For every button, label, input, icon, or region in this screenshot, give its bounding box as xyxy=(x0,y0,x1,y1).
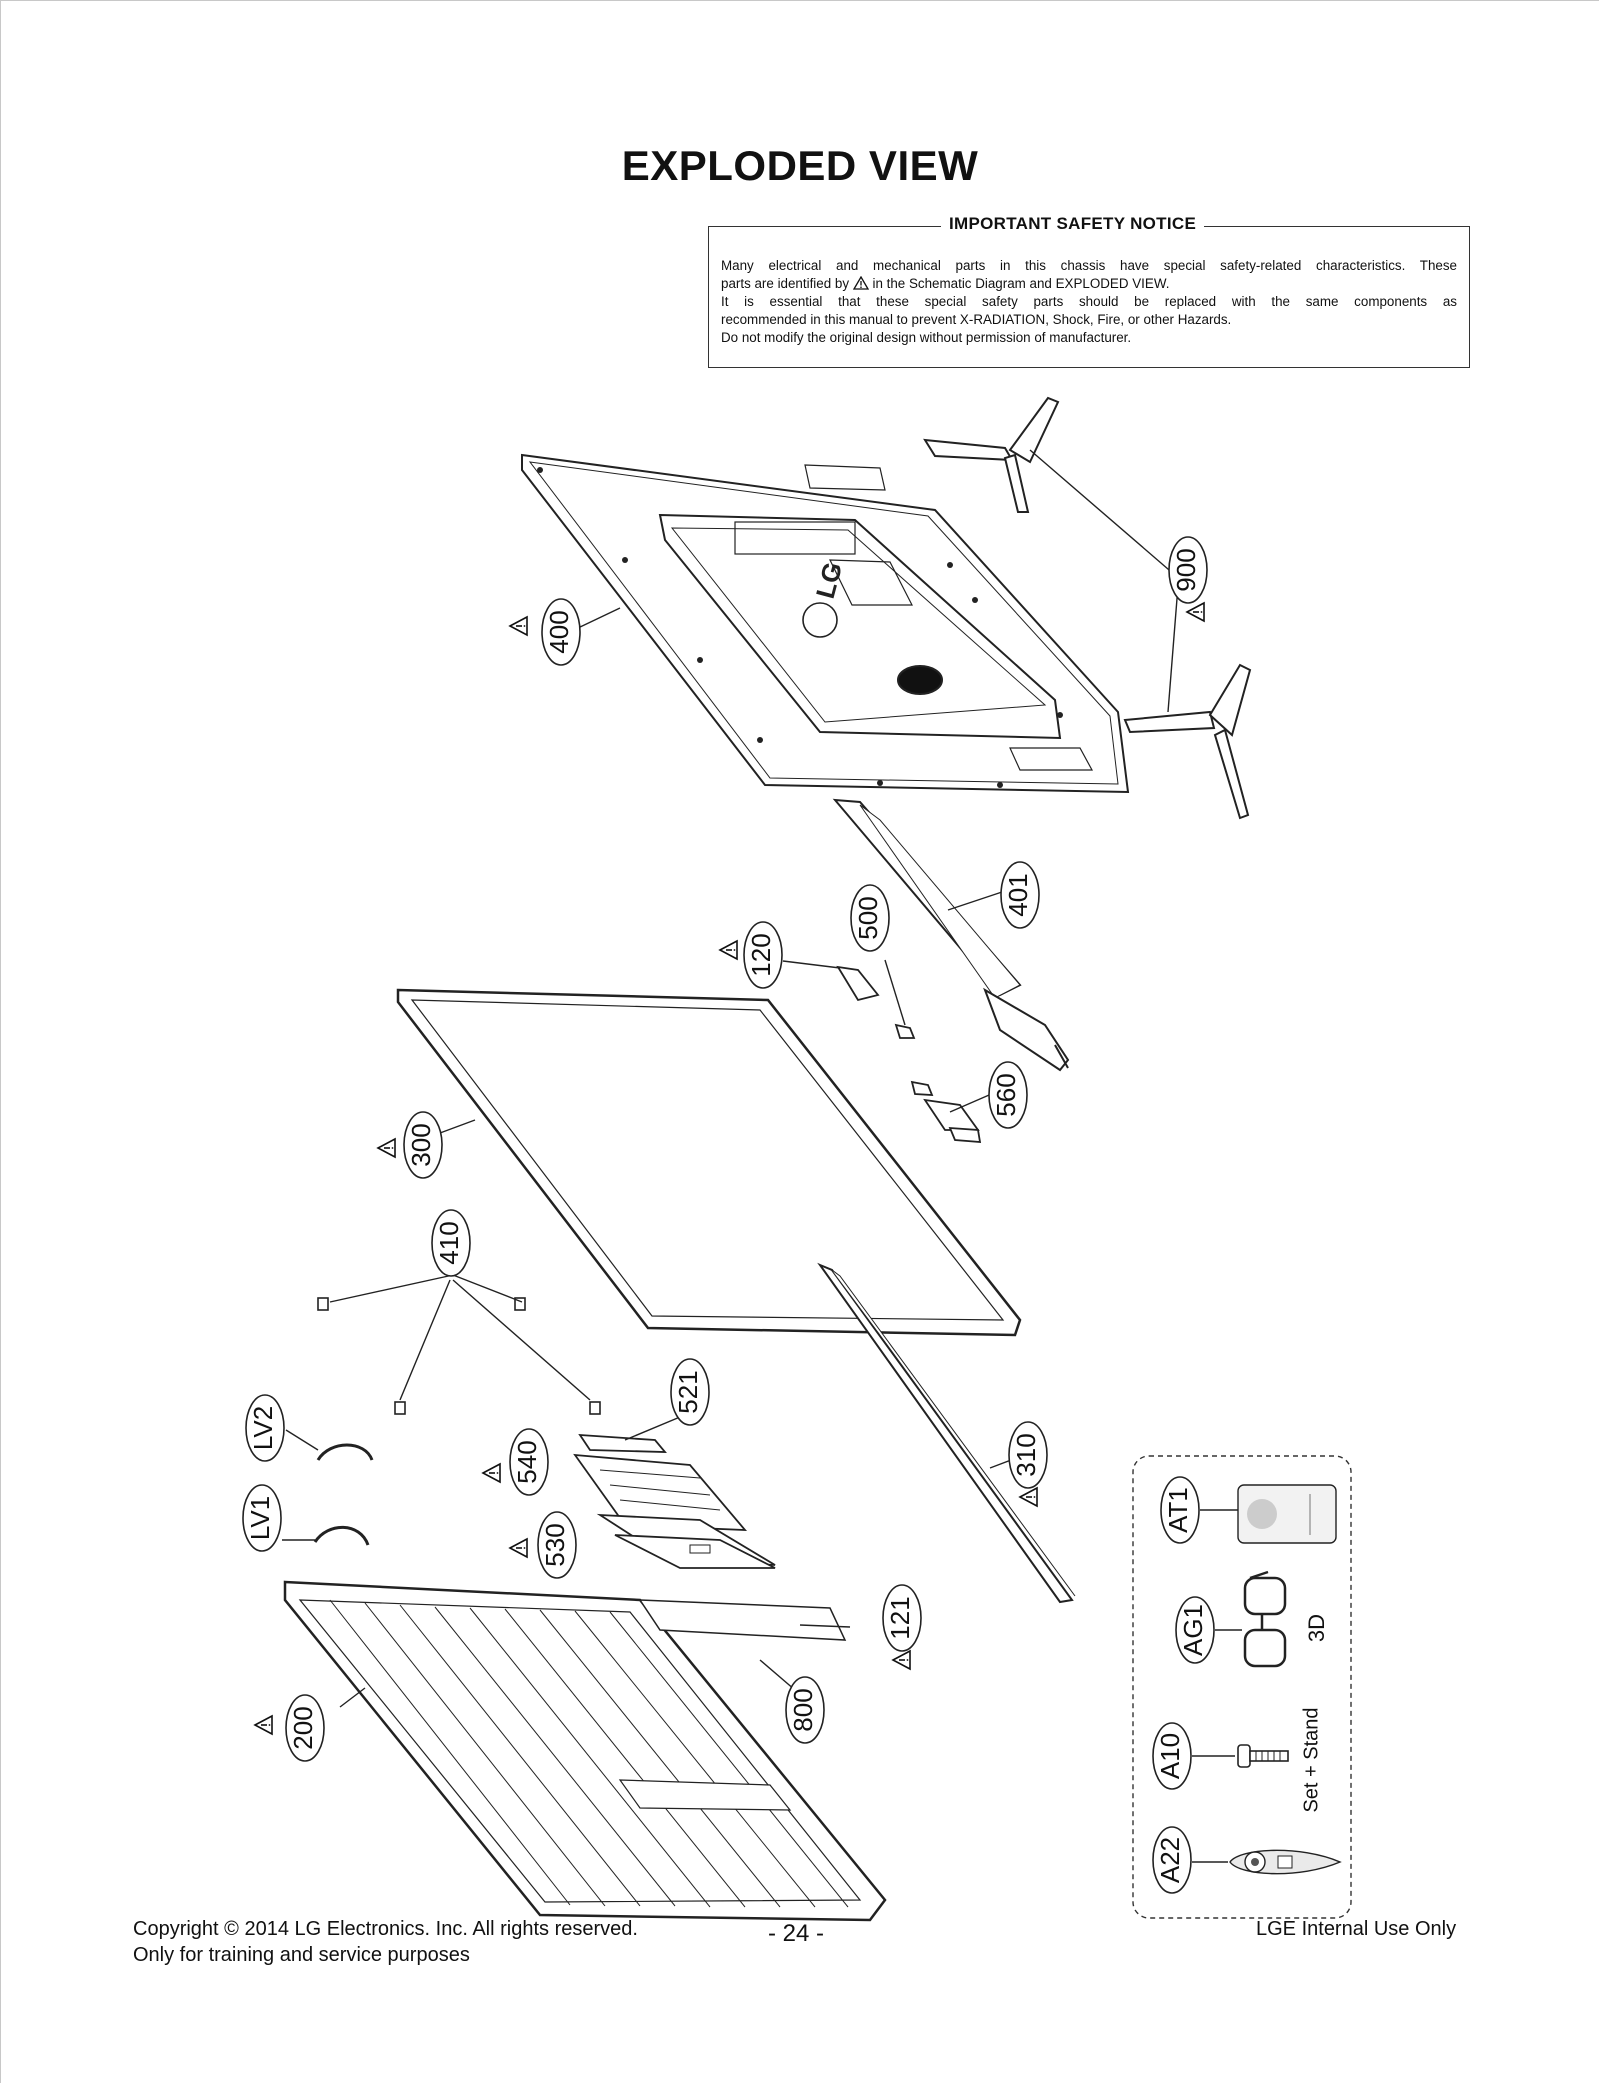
callout-300-label: 300 xyxy=(406,1123,436,1166)
footer-internal: LGE Internal Use Only xyxy=(1256,1918,1457,1940)
power-board-part xyxy=(596,1513,776,1569)
callout-521-label: 521 xyxy=(673,1370,703,1413)
callout-500-label: 500 xyxy=(853,896,883,939)
page-number: - 24 - xyxy=(768,1920,825,1947)
warning-triangle-icon xyxy=(719,940,738,960)
callout-120-label: 120 xyxy=(746,933,776,976)
callout-lv1-label: LV1 xyxy=(245,1496,275,1540)
warning-triangle-icon xyxy=(1186,602,1205,622)
callout-900: 900 xyxy=(1168,536,1208,604)
accessories-box: AT1 AG1 3D A10 xyxy=(1132,1455,1352,1919)
callout-540: 540 xyxy=(509,1428,549,1496)
warning-triangle-icon xyxy=(254,1715,273,1735)
warning-triangle-icon xyxy=(482,1463,501,1483)
callout-500: 500 xyxy=(850,884,890,952)
callout-310: 310 xyxy=(1008,1421,1048,1489)
3d-glasses-icon xyxy=(1243,1570,1287,1668)
callout-120: 120 xyxy=(743,921,783,989)
callout-530-label: 530 xyxy=(540,1523,570,1566)
accessory-set-stand-label: Set + Stand xyxy=(1300,1707,1322,1812)
callouts: 400 900 401 500 120 560 300 410 xyxy=(242,536,1208,1762)
safety-notice-title: IMPORTANT SAFETY NOTICE xyxy=(941,214,1205,234)
callout-lv1: LV1 xyxy=(242,1484,282,1552)
accessory-ag1-label: AG1 xyxy=(1178,1604,1208,1656)
small-boards-part xyxy=(836,965,982,1143)
callout-560: 560 xyxy=(988,1061,1028,1129)
warning-triangle-icon xyxy=(852,276,869,290)
callout-200-label: 200 xyxy=(288,1706,318,1749)
notice-line-2: parts are identified by in the Schematic… xyxy=(721,275,1457,293)
accessory-a10-label: A10 xyxy=(1155,1733,1185,1779)
callout-lv2-label: LV2 xyxy=(248,1406,278,1450)
callout-400: 400 xyxy=(541,598,581,666)
callout-800: 800 xyxy=(785,1676,825,1744)
screw-icon xyxy=(1237,1744,1289,1768)
callout-121: 121 xyxy=(882,1584,922,1652)
page-title: EXPLODED VIEW xyxy=(621,142,979,189)
callout-121-label: 121 xyxy=(885,1596,915,1639)
frame-part xyxy=(396,988,1022,1337)
warning-triangle-icon xyxy=(509,1538,528,1558)
accessory-at1-label: AT1 xyxy=(1163,1487,1193,1533)
backlight-module-part xyxy=(283,1580,887,1922)
accessory-a22: A22 xyxy=(1152,1826,1342,1894)
accessory-a10: A10 Set + Stand xyxy=(1152,1707,1322,1813)
callout-401: 401 xyxy=(1000,861,1040,929)
callout-560-label: 560 xyxy=(991,1073,1021,1116)
leader-lines xyxy=(282,449,1184,1708)
accessory-at1: AT1 xyxy=(1160,1476,1337,1544)
screws-part xyxy=(317,1297,601,1415)
warning-triangle-icon xyxy=(1019,1487,1038,1507)
notice-line-2a: parts are identified by xyxy=(721,276,850,291)
notice-line-3: It is essential that these special safet… xyxy=(721,294,1457,309)
cables-part xyxy=(313,1443,374,1546)
callout-310-label: 310 xyxy=(1011,1433,1041,1476)
stand-part xyxy=(923,396,1252,820)
callout-521: 521 xyxy=(670,1358,710,1426)
callout-200: 200 xyxy=(285,1694,325,1762)
safety-notice-box: IMPORTANT SAFETY NOTICE Many electrical … xyxy=(708,214,1470,368)
cable-cover-part xyxy=(832,798,1070,1072)
callout-410-label: 410 xyxy=(434,1221,464,1264)
warning-triangle-icon xyxy=(377,1138,396,1158)
callout-400-label: 400 xyxy=(544,610,574,653)
remote-control-icon xyxy=(1229,1849,1342,1875)
callout-410: 410 xyxy=(431,1209,471,1277)
accessory-a22-label: A22 xyxy=(1155,1837,1185,1883)
accessory-ag1: AG1 3D xyxy=(1175,1570,1329,1668)
callout-401-label: 401 xyxy=(1003,873,1033,916)
safety-notice-body: Many electrical and mechanical parts in … xyxy=(721,257,1457,347)
warning-triangle-icon xyxy=(509,616,528,636)
guide-panel-part xyxy=(817,1262,1076,1604)
callout-300: 300 xyxy=(403,1111,443,1179)
callout-800-label: 800 xyxy=(788,1688,818,1731)
accessory-3d-label: 3D xyxy=(1304,1614,1329,1642)
notice-line-5: Do not modify the original design withou… xyxy=(721,330,1132,345)
notice-line-2b: in the Schematic Diagram and EXPLODED VI… xyxy=(872,276,1170,291)
footer-copyright: Copyright © 2014 LG Electronics. Inc. Al… xyxy=(133,1918,638,1940)
main-board-part xyxy=(573,1433,748,1531)
notice-line-4: recommended in this manual to prevent X-… xyxy=(721,312,1232,327)
callout-530: 530 xyxy=(537,1511,577,1579)
warning-triangle-icon xyxy=(892,1650,911,1670)
back-cover-part: LG xyxy=(521,453,1130,794)
footer-training: Only for training and service purposes xyxy=(133,1944,470,1966)
notice-line-1: Many electrical and mechanical parts in … xyxy=(721,258,1457,273)
callout-540-label: 540 xyxy=(512,1440,542,1483)
callout-900-label: 900 xyxy=(1171,548,1201,591)
callout-lv2: LV2 xyxy=(245,1394,285,1462)
